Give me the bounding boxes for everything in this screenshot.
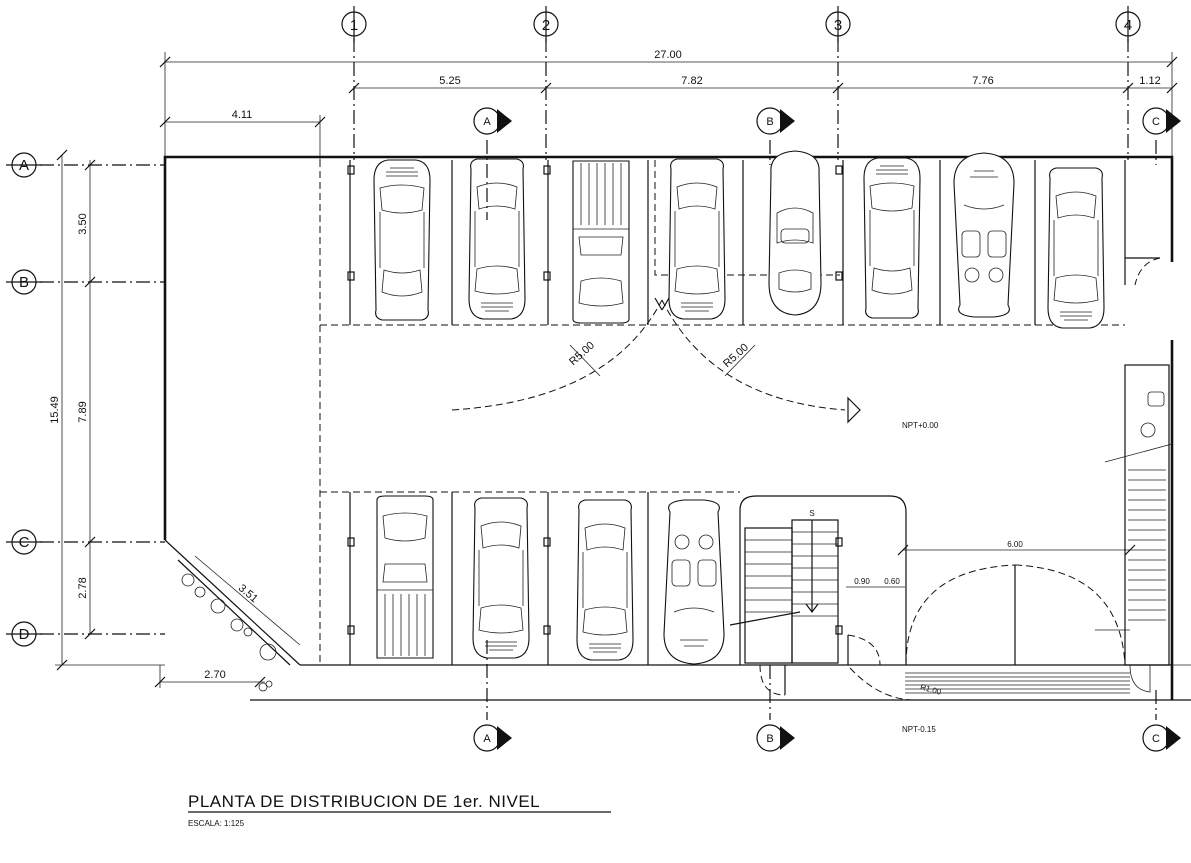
dim-bay-1-2: 5.25 bbox=[439, 75, 460, 87]
dim-right-span: 6.00 bbox=[1007, 540, 1023, 549]
section-a-bottom: A bbox=[473, 724, 512, 752]
axis-bubble-3: 3 bbox=[825, 6, 851, 42]
dim-total-width: 27.00 bbox=[654, 49, 682, 61]
exterior-ramp bbox=[905, 664, 1191, 694]
drawing-title: PLANTA DE DISTRIBUCION DE 1er. NIVEL bbox=[188, 792, 540, 811]
dim-bay-4-end: 1.12 bbox=[1139, 75, 1160, 87]
svg-text:B: B bbox=[766, 733, 773, 745]
section-c-top: C bbox=[1142, 107, 1181, 135]
car-bottom-3 bbox=[576, 499, 634, 661]
dim-bay-3-4: 7.76 bbox=[972, 75, 993, 87]
axis-bubble-2: 2 bbox=[533, 6, 559, 42]
svg-text:C: C bbox=[19, 534, 30, 551]
svg-text:D: D bbox=[19, 626, 30, 643]
section-b-top: B bbox=[756, 107, 795, 135]
svg-text:A: A bbox=[483, 733, 491, 745]
car-top-1 bbox=[373, 159, 431, 321]
right-stair bbox=[1095, 364, 1173, 693]
svg-text:A: A bbox=[483, 116, 491, 128]
axis-bubble-1: 1 bbox=[341, 6, 367, 42]
svg-text:A: A bbox=[19, 157, 29, 174]
stair-treads bbox=[745, 531, 838, 617]
dim-row-a-b: 3.50 bbox=[77, 213, 89, 234]
title-block: PLANTA DE DISTRIBUCION DE 1er. NIVEL ESC… bbox=[188, 792, 611, 828]
section-c-bottom: C bbox=[1142, 724, 1181, 752]
car-bottom-2 bbox=[472, 497, 530, 659]
svg-text:B: B bbox=[19, 274, 29, 291]
axis-bubble-d: D bbox=[6, 621, 42, 647]
dim-total-height: 15.49 bbox=[49, 396, 61, 424]
svg-text:B: B bbox=[766, 116, 773, 128]
svg-text:C: C bbox=[1152, 733, 1160, 745]
car-top-5 bbox=[768, 150, 822, 316]
car-top-2 bbox=[468, 158, 526, 320]
level-interior: NPT+0.00 bbox=[902, 421, 939, 430]
svg-text:2: 2 bbox=[542, 17, 550, 34]
dim-door-2: 0.60 bbox=[884, 577, 900, 586]
section-b-bottom: B bbox=[756, 724, 795, 752]
svg-text:C: C bbox=[1152, 116, 1160, 128]
dim-bottom-left: 2.70 bbox=[204, 669, 225, 681]
dimension-lines: 27.00 5.25 7.82 7.76 1.12 4.11 15.49 3.5… bbox=[49, 49, 1178, 692]
dim-door-1: 0.90 bbox=[854, 577, 870, 586]
section-a-top: A bbox=[473, 107, 512, 135]
drawing-scale: ESCALA: 1:125 bbox=[188, 819, 245, 828]
car-top-7 bbox=[953, 152, 1015, 318]
dim-left-offset: 4.11 bbox=[232, 109, 253, 121]
car-top-8 bbox=[1047, 167, 1105, 329]
axis-bubble-b: B bbox=[6, 269, 42, 295]
stair-up-label: S bbox=[809, 509, 814, 518]
building-walls bbox=[163, 155, 1191, 701]
axis-bubble-c: C bbox=[6, 529, 42, 555]
axis-bubble-4: 4 bbox=[1115, 6, 1141, 42]
level-exterior: NPT-0.15 bbox=[902, 725, 936, 734]
dim-bay-2-3: 7.82 bbox=[681, 75, 702, 87]
parking-stall-dividers bbox=[347, 160, 1126, 665]
doors: R1.00 bbox=[759, 257, 1161, 701]
section-markers: A B C A B C bbox=[473, 107, 1181, 752]
dim-turn-radius-right: R5.00 bbox=[721, 341, 751, 370]
car-top-6 bbox=[863, 157, 921, 319]
car-bottom-4 bbox=[663, 499, 725, 665]
car-top-4 bbox=[668, 158, 726, 320]
dim-diagonal-planter: 3.51 bbox=[236, 582, 260, 605]
svg-text:1: 1 bbox=[350, 17, 358, 34]
dim-turn-radius-left: R5.00 bbox=[567, 339, 597, 368]
parked-cars bbox=[373, 150, 1105, 665]
grid-axes: 1 2 3 4 A B C bbox=[6, 6, 1141, 647]
axis-bubble-a: A bbox=[6, 152, 42, 178]
dim-row-b-c: 7.89 bbox=[77, 401, 89, 422]
stair-core: S bbox=[729, 495, 907, 665]
dim-row-c-d: 2.78 bbox=[77, 577, 89, 598]
car-bottom-1 bbox=[376, 495, 434, 659]
svg-text:4: 4 bbox=[1124, 17, 1132, 34]
svg-text:3: 3 bbox=[834, 17, 842, 34]
car-top-3 bbox=[572, 160, 630, 324]
